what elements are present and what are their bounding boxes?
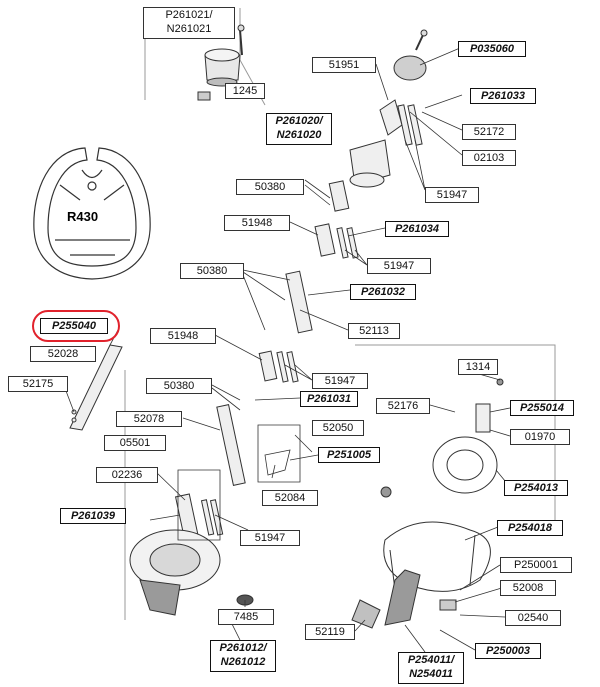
label-p254018[interactable]: P254018 bbox=[497, 520, 563, 536]
label-51948-b[interactable]: 51948 bbox=[150, 328, 216, 344]
label-1314[interactable]: 1314 bbox=[458, 359, 498, 375]
label-52078[interactable]: 52078 bbox=[116, 411, 182, 427]
label-52028[interactable]: 52028 bbox=[30, 346, 96, 362]
profile-r430 bbox=[33, 147, 151, 280]
label-p261034[interactable]: P261034 bbox=[385, 221, 449, 237]
label-1245[interactable]: 1245 bbox=[225, 83, 265, 99]
label-52084[interactable]: 52084 bbox=[262, 490, 318, 506]
label-p035060[interactable]: P035060 bbox=[458, 41, 526, 57]
label-52172[interactable]: 52172 bbox=[462, 124, 516, 140]
column-parts bbox=[174, 99, 423, 542]
label-p250001[interactable]: P250001 bbox=[500, 557, 572, 573]
bracket-frames bbox=[177, 424, 301, 541]
label-05501[interactable]: 05501 bbox=[104, 435, 166, 451]
label-02540[interactable]: 02540 bbox=[505, 610, 561, 626]
label-51947-d[interactable]: 51947 bbox=[240, 530, 300, 546]
part-drive-head bbox=[197, 24, 245, 101]
label-p250003[interactable]: P250003 bbox=[475, 643, 541, 659]
label-50380-c[interactable]: 50380 bbox=[146, 378, 212, 394]
label-02103[interactable]: 02103 bbox=[462, 150, 516, 166]
label-p254013[interactable]: P254013 bbox=[504, 480, 568, 496]
label-50380-a[interactable]: 50380 bbox=[236, 179, 304, 195]
label-p261032[interactable]: P261032 bbox=[350, 284, 416, 300]
drum-assembly bbox=[129, 529, 254, 616]
label-51947-a[interactable]: 51947 bbox=[425, 187, 479, 203]
part-cap bbox=[393, 29, 428, 81]
label-51951[interactable]: 51951 bbox=[312, 57, 376, 73]
label-52175[interactable]: 52175 bbox=[8, 376, 68, 392]
label-p261020[interactable]: P261020/ N261020 bbox=[266, 113, 332, 145]
label-p255014[interactable]: P255014 bbox=[510, 400, 574, 416]
label-7485[interactable]: 7485 bbox=[218, 609, 274, 625]
highlight-ring bbox=[32, 310, 120, 342]
label-52176[interactable]: 52176 bbox=[376, 398, 430, 414]
label-52113[interactable]: 52113 bbox=[348, 323, 400, 339]
label-p254011[interactable]: P254011/ N254011 bbox=[398, 652, 464, 684]
label-p261033[interactable]: P261033 bbox=[470, 88, 536, 104]
label-51948-a[interactable]: 51948 bbox=[224, 215, 290, 231]
inset-frame-right bbox=[355, 344, 556, 520]
label-52008[interactable]: 52008 bbox=[500, 580, 556, 596]
label-p255040[interactable]: P255040 bbox=[40, 318, 108, 334]
label-52119[interactable]: 52119 bbox=[305, 624, 355, 640]
label-p261039[interactable]: P261039 bbox=[60, 508, 126, 524]
profile-label: R430 bbox=[67, 209, 99, 224]
cage-assembly bbox=[351, 378, 504, 629]
label-50380-b[interactable]: 50380 bbox=[180, 263, 244, 279]
label-51947-b[interactable]: 51947 bbox=[367, 258, 431, 274]
label-p261012[interactable]: P261012/ N261012 bbox=[210, 640, 276, 672]
label-52050[interactable]: 52050 bbox=[312, 420, 364, 436]
label-02236[interactable]: 02236 bbox=[96, 467, 158, 483]
label-p261031[interactable]: P261031 bbox=[300, 391, 358, 407]
label-p261021[interactable]: P261021/ N261021 bbox=[143, 7, 235, 39]
label-p251005[interactable]: P251005 bbox=[318, 447, 380, 463]
label-01970[interactable]: 01970 bbox=[510, 429, 570, 445]
label-51947-c[interactable]: 51947 bbox=[312, 373, 368, 389]
